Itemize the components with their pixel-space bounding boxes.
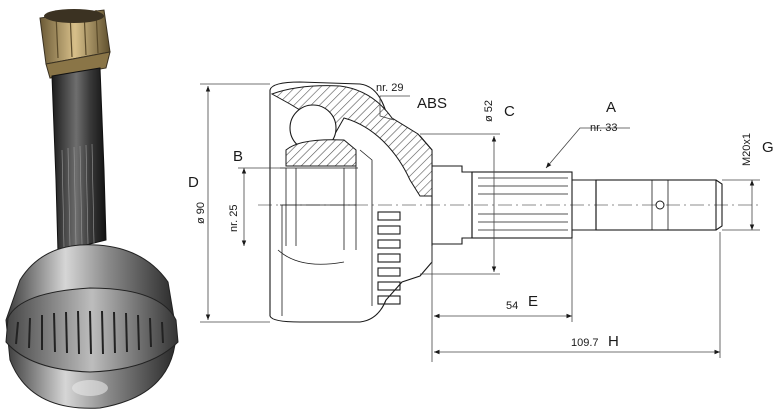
dimension-h [434, 232, 721, 358]
leader-abs [379, 95, 410, 121]
dimension-d [200, 83, 270, 323]
label-abs: ABS [417, 95, 447, 112]
seal-diameter: ø 52 [483, 100, 495, 122]
dimension-g [722, 179, 760, 231]
thread-spec: M20x1 [741, 133, 753, 166]
spline-lines [61, 143, 95, 249]
label-b: B [233, 148, 243, 165]
dimension-b [238, 167, 286, 246]
abs-teeth [15, 310, 164, 355]
outer-diameter: ø 90 [195, 202, 207, 224]
drive-shaft [51, 67, 107, 253]
label-a: A [606, 99, 616, 116]
label-h: H [608, 333, 619, 350]
length-e-value: 54 [506, 300, 518, 312]
label-g: G [762, 139, 774, 156]
abs-ring-teeth [377, 211, 401, 305]
cv-joint-photo [5, 9, 179, 409]
leader-a [545, 127, 630, 169]
hub-nut [39, 9, 111, 79]
label-e: E [528, 293, 538, 310]
inner-spline-count: nr. 25 [228, 204, 240, 232]
dimension-e [431, 238, 573, 362]
label-d: D [188, 174, 199, 191]
abs-teeth-count: nr. 29 [376, 82, 404, 94]
bell-housing [269, 81, 433, 323]
length-h-value: 109.7 [571, 337, 599, 349]
abs-ring [5, 287, 179, 373]
label-c: C [504, 103, 515, 120]
outer-spline-count: nr. 33 [590, 122, 618, 134]
dimension-c [420, 133, 500, 275]
